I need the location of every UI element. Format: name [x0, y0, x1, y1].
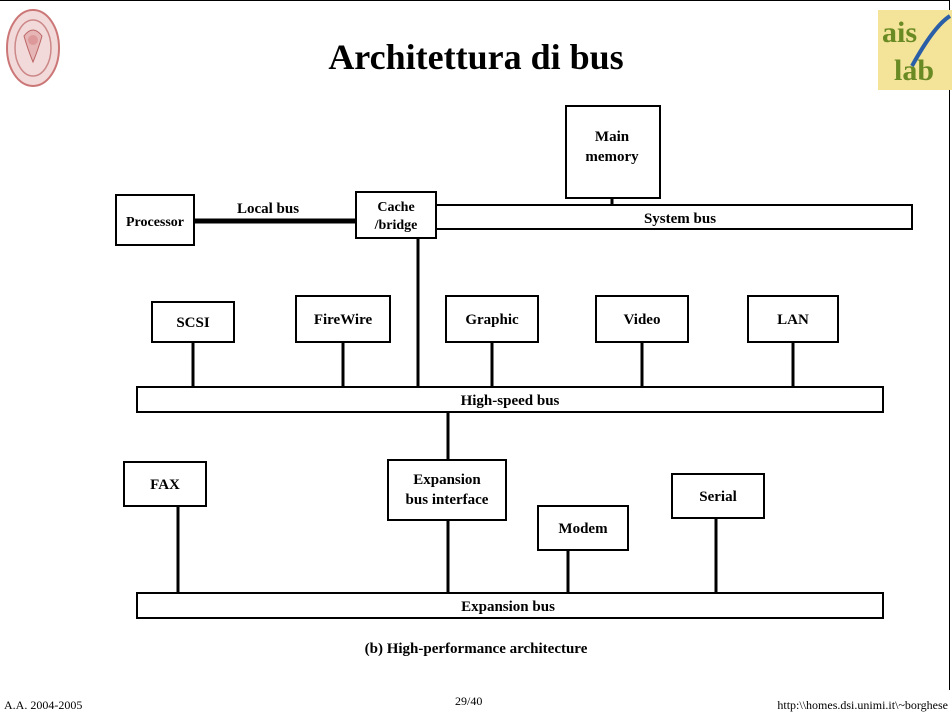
slide-frame — [0, 0, 950, 690]
scsi-box: SCSI — [151, 301, 235, 387]
firewire-box: FireWire — [295, 295, 391, 387]
cache-bridge-label-1: Cache — [377, 200, 414, 215]
footer-url: http:\\homes.dsi.unimi.it\~borghese — [777, 698, 948, 712]
main-memory-box: Main memory — [565, 105, 661, 206]
graphic-label: Graphic — [465, 312, 519, 328]
system-bus: System bus — [428, 204, 913, 230]
slide-title: Architettura di bus — [328, 37, 624, 77]
cache-bridge-label-2: /bridge — [374, 218, 418, 233]
footer-academic-year: A.A. 2004-2005 — [4, 698, 83, 712]
lan-label: LAN — [777, 312, 809, 328]
ais-lab-logo: ais lab — [878, 10, 952, 90]
processor-label: Processor — [126, 215, 184, 230]
serial-box: Serial — [671, 473, 765, 593]
main-memory-label-1: Main — [595, 129, 630, 145]
lan-box: LAN — [747, 295, 839, 387]
expansion-bus-interface-box: Expansion bus interface — [387, 459, 507, 593]
scsi-label: SCSI — [176, 315, 210, 331]
local-bus: Local bus — [194, 201, 356, 224]
svg-text:ais: ais — [882, 16, 917, 49]
local-bus-label: Local bus — [237, 201, 299, 217]
system-bus-label: System bus — [644, 211, 716, 227]
high-speed-bus: High-speed bus — [136, 386, 884, 460]
expansion-interface-label-1: Expansion — [413, 472, 481, 488]
diagram-caption: (b) High-performance architecture — [365, 641, 588, 657]
expansion-bus-label: Expansion bus — [461, 599, 555, 615]
fax-box: FAX — [123, 461, 207, 593]
main-memory-label-2: memory — [585, 149, 639, 165]
cache-bridge-box: Cache /bridge — [355, 191, 437, 387]
serial-label: Serial — [699, 489, 737, 505]
university-seal-logo — [6, 9, 60, 87]
bus-architecture-diagram: System bus Main memory Processor Local b… — [115, 105, 913, 657]
processor-box: Processor — [115, 194, 195, 246]
graphic-box: Graphic — [445, 295, 539, 387]
video-label: Video — [624, 312, 661, 328]
firewire-label: FireWire — [314, 312, 373, 328]
footer-page-number: 29/40 — [455, 694, 483, 708]
high-speed-bus-label: High-speed bus — [461, 393, 560, 409]
expansion-bus: Expansion bus — [136, 592, 884, 619]
video-box: Video — [595, 295, 689, 387]
expansion-interface-label-2: bus interface — [406, 492, 489, 508]
modem-label: Modem — [558, 521, 608, 537]
fax-label: FAX — [150, 477, 180, 493]
modem-box: Modem — [537, 505, 629, 593]
